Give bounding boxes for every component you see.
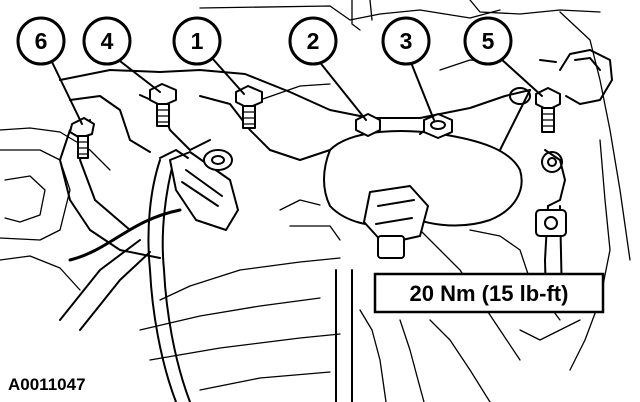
bolt-4 [149, 83, 177, 127]
collector-flange-nut [363, 185, 429, 259]
torque-spec-label: 20 Nm (15 lb-ft) [410, 281, 569, 306]
callout-4: 4 [82, 16, 132, 66]
callout-label: 4 [101, 28, 114, 54]
callout-label: 2 [307, 28, 320, 54]
lower-tube [59, 208, 182, 331]
figure-id: A0011047 [8, 375, 86, 394]
torque-spec-box: 20 Nm (15 lb-ft) [373, 272, 605, 314]
callout-5: 5 [463, 16, 513, 66]
bolt-2 [355, 113, 381, 137]
vertical-pipe [335, 269, 353, 402]
callout-label: 6 [35, 28, 48, 54]
callout-label: 3 [400, 28, 413, 54]
bolt-5 [535, 87, 561, 133]
oxygen-sensor [147, 149, 239, 402]
callout-1: 1 [172, 16, 222, 66]
callout-label: 5 [482, 28, 495, 54]
callout-3: 3 [381, 16, 431, 66]
callout-6: 6 [16, 16, 66, 66]
callout-label: 1 [191, 28, 204, 54]
callout-leaders [51, 57, 543, 125]
bolt-1 [235, 85, 263, 129]
heat-shield-bracket [509, 49, 613, 105]
bolt-3 [423, 113, 453, 139]
callout-2: 2 [288, 16, 338, 66]
bolt-6 [69, 117, 95, 159]
